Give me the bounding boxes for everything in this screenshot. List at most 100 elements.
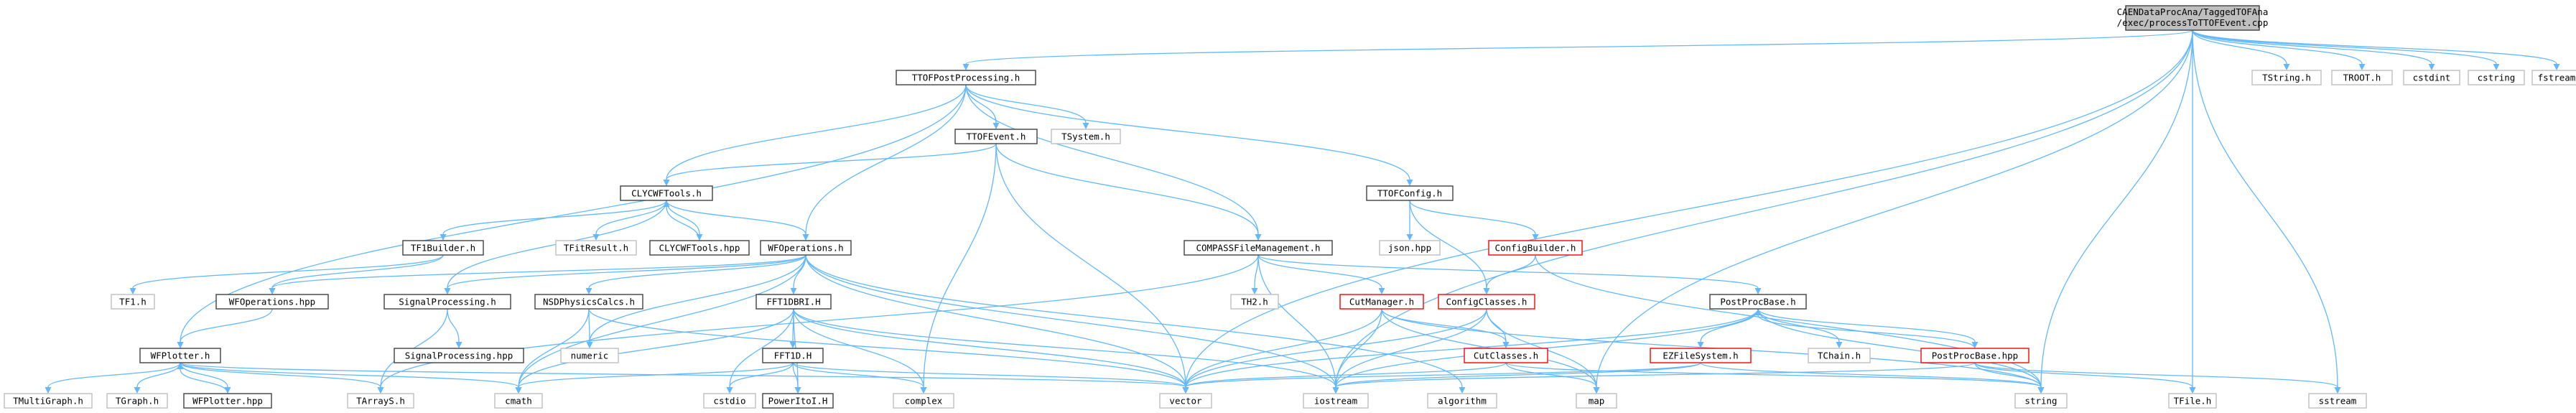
edge-PostProcBase_h-to-PostProcBase_hpp bbox=[1757, 308, 1976, 343]
edge-arrowhead bbox=[177, 363, 184, 369]
edge-WFPlotter_h-to-TGraph bbox=[136, 362, 181, 388]
edge-TTOFEvent-to-vector bbox=[995, 143, 1186, 388]
edge-WFOperations_h-to-WFOperations_hpp bbox=[271, 254, 806, 289]
edge-root-to-TROOT bbox=[2192, 29, 2363, 65]
edge-CLYCWFTools_hpp-to-CLYCWFTools_h bbox=[666, 206, 700, 241]
node-label: cstdio bbox=[713, 396, 745, 407]
node-TTOFEvent[interactable]: TTOFEvent.h bbox=[954, 129, 1038, 144]
node-PostProcBase_h[interactable]: PostProcBase.h bbox=[1709, 294, 1807, 310]
node-box bbox=[893, 393, 954, 409]
node-label: CLYCWFTools.hpp bbox=[659, 243, 740, 254]
node-box bbox=[1488, 240, 1583, 256]
edge-arrowhead bbox=[789, 342, 796, 348]
node-label: PostProcBase.h bbox=[1720, 297, 1795, 307]
edge-arrowhead bbox=[802, 234, 809, 241]
edge-CutManager-to-vector bbox=[1185, 308, 1382, 388]
node-TTOFPostProcessing[interactable]: TTOFPostProcessing.h bbox=[896, 70, 1036, 85]
node-label: vector bbox=[1169, 396, 1202, 407]
edge-CutClasses-to-string bbox=[1505, 362, 2042, 388]
node-CutManager[interactable]: CutManager.h bbox=[1339, 294, 1424, 310]
node-CLYCWFTools_hpp[interactable]: CLYCWFTools.hpp bbox=[649, 240, 750, 256]
node-CutClasses[interactable]: CutClasses.h bbox=[1464, 348, 1548, 363]
node-WFOperations_h[interactable]: WFOperations.h bbox=[760, 240, 852, 256]
node-label: TString.h bbox=[2262, 73, 2311, 83]
node-COMPASS[interactable]: COMPASSFileManagement.h bbox=[1184, 240, 1333, 256]
edge-FFT1D-to-cstdio bbox=[729, 362, 794, 388]
edge-arrowhead bbox=[1406, 234, 1413, 241]
node-box bbox=[347, 393, 414, 409]
node-PowerItoI[interactable]: PowerItoI.H bbox=[762, 393, 834, 409]
edge-COMPASS-to-iostream bbox=[1257, 254, 1336, 388]
node-label: TSystem.h bbox=[1061, 131, 1110, 142]
node-WFOperations_hpp[interactable]: WFOperations.hpp bbox=[215, 294, 329, 310]
edge-TTOFEvent-to-complex bbox=[923, 143, 997, 388]
node-TF1Builder[interactable]: TF1Builder.h bbox=[402, 240, 484, 256]
node-box bbox=[762, 393, 834, 409]
node-ConfigBuilder[interactable]: ConfigBuilder.h bbox=[1488, 240, 1583, 256]
node-box bbox=[1051, 129, 1121, 144]
node-box bbox=[755, 294, 832, 310]
edge-TTOFPostProcessing-to-CLYCWFTools_h bbox=[666, 84, 967, 180]
edge-root-to-TString bbox=[2192, 29, 2287, 65]
node-label: TMultiGraph.h bbox=[13, 396, 83, 407]
edge-WFOperations_h-to-algorithm bbox=[805, 254, 1463, 388]
node-EZFileSystem[interactable]: EZFileSystem.h bbox=[1650, 348, 1752, 363]
node-CLYCWFTools_h[interactable]: CLYCWFTools.h bbox=[620, 185, 713, 201]
node-label: TTOFEvent.h bbox=[967, 131, 1026, 142]
node-box bbox=[1303, 393, 1369, 409]
edge-FFT1DBRI-to-vector bbox=[793, 308, 1186, 388]
edge-WFOperations_hpp-to-WFPlotter_h bbox=[180, 308, 273, 343]
edge-WFOperations_h-to-NSDPhysicsCalcs bbox=[588, 254, 806, 289]
node-box bbox=[1230, 294, 1279, 310]
edge-WFOperations_h-to-vector bbox=[805, 254, 1186, 388]
edge-root-to-string bbox=[2040, 29, 2193, 388]
node-NSDPhysicsCalcs[interactable]: NSDPhysicsCalcs.h bbox=[534, 294, 643, 310]
edge-ConfigClasses-to-iostream bbox=[1335, 308, 1487, 388]
node-iostream: iostream bbox=[1303, 393, 1369, 409]
edges-layer bbox=[45, 29, 2560, 394]
edge-WFOperations_h-to-SignalProcessing_h bbox=[447, 254, 806, 289]
node-box bbox=[954, 129, 1038, 144]
node-SignalProcessing_hpp[interactable]: SignalProcessing.hpp bbox=[394, 348, 524, 363]
edge-root-to-cstring bbox=[2192, 29, 2497, 65]
node-PostProcBase_hpp[interactable]: PostProcBase.hpp bbox=[1920, 348, 2029, 363]
edge-PostProcBase_hpp-to-PostProcBase_h bbox=[1757, 315, 1976, 349]
node-box bbox=[555, 240, 637, 256]
node-box bbox=[1427, 393, 1497, 409]
edge-root-to-vector bbox=[1185, 29, 2193, 388]
node-WFPlotter_hpp[interactable]: WFPlotter.hpp bbox=[183, 393, 272, 409]
node-FFT1DBRI[interactable]: FFT1DBRI.H bbox=[755, 294, 832, 310]
edge-CutClasses-to-map bbox=[1505, 362, 1597, 388]
nodes-layer: CAENDataProcAna/TaggedTOFAna/exec/proces… bbox=[4, 5, 2576, 409]
node-label: TFitResult.h bbox=[564, 243, 628, 254]
edge-SignalProcessing_h-to-SignalProcessing_hpp bbox=[447, 308, 460, 343]
edge-ConfigBuilder-to-string bbox=[1535, 254, 2042, 388]
edge-TTOFEvent-to-CLYCWFTools_h bbox=[666, 143, 997, 180]
edge-arrowhead bbox=[1378, 288, 1385, 294]
node-box bbox=[1920, 348, 2029, 363]
node-WFPlotter_h[interactable]: WFPlotter.h bbox=[139, 348, 221, 363]
node-label: TArrayS.h bbox=[356, 396, 405, 407]
edge-arrowhead bbox=[440, 234, 447, 241]
edge-TTOFEvent-to-COMPASS bbox=[995, 143, 1259, 235]
node-complex: complex bbox=[893, 393, 954, 409]
node-root[interactable]: CAENDataProcAna/TaggedTOFAna/exec/proces… bbox=[2117, 5, 2269, 31]
edge-arrowhead bbox=[515, 387, 522, 394]
edge-arrowhead bbox=[1971, 342, 1979, 348]
edge-root-to-iostream bbox=[1335, 29, 2193, 388]
node-ConfigClasses[interactable]: ConfigClasses.h bbox=[1438, 294, 1535, 310]
edge-FFT1D-to-PowerItoI bbox=[792, 362, 799, 388]
node-label: complex bbox=[905, 396, 943, 407]
node-TTOFConfig[interactable]: TTOFConfig.h bbox=[1366, 185, 1454, 201]
node-box bbox=[2308, 393, 2367, 409]
node-box bbox=[1159, 393, 1212, 409]
edge-arrowhead bbox=[586, 342, 593, 348]
node-FFT1D[interactable]: FFT1D.H bbox=[762, 348, 824, 363]
node-SignalProcessing_h[interactable]: SignalProcessing.h bbox=[383, 294, 511, 310]
edge-TF1Builder-to-TF1 bbox=[132, 254, 444, 289]
node-TROOT: TROOT.h bbox=[2331, 70, 2393, 85]
edge-arrowhead bbox=[1251, 288, 1258, 294]
edge-COMPASS-to-TArrayS bbox=[380, 254, 1259, 388]
node-box bbox=[560, 348, 619, 363]
edge-ConfigClasses-to-vector bbox=[1185, 308, 1487, 388]
